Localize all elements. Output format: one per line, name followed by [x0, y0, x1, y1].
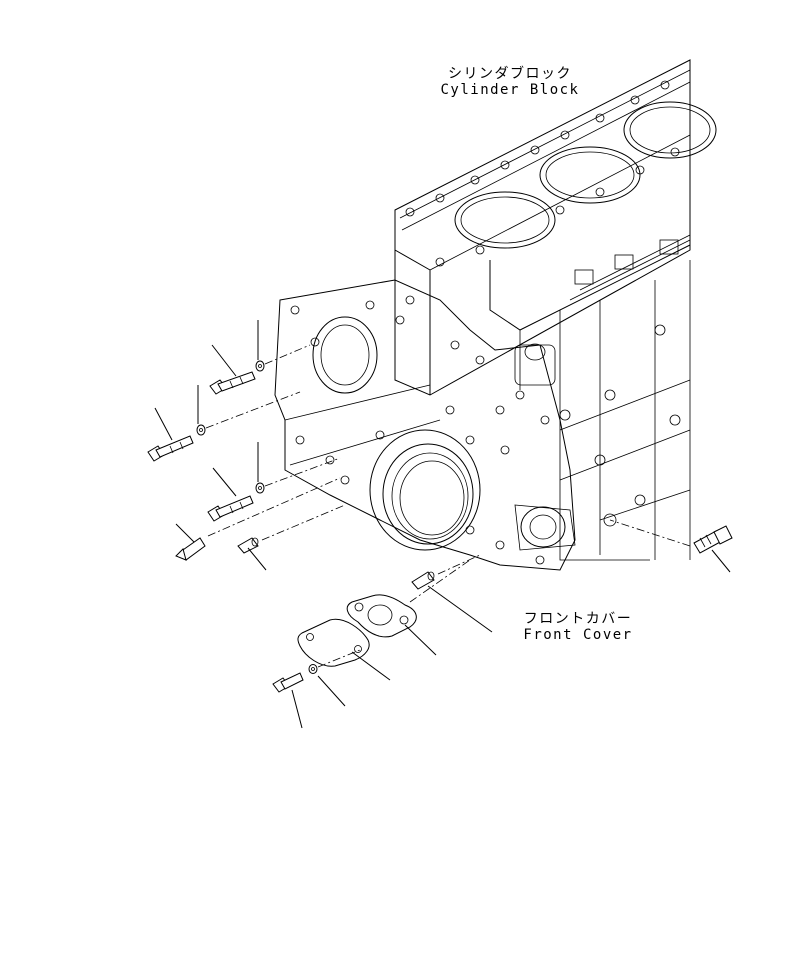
cylinder-bore	[623, 101, 717, 159]
plug-left	[237, 537, 259, 554]
bolt-middle	[147, 435, 194, 462]
bolt-lower	[207, 495, 254, 522]
cylinder-block-label-jp: シリンダブロック	[448, 66, 572, 82]
gasket	[346, 594, 417, 638]
cylinder-block-label: シリンダブロック Cylinder Block	[440, 66, 580, 98]
cover-plate	[297, 618, 370, 667]
front-cover	[274, 279, 576, 571]
washer-bottom	[308, 664, 318, 674]
bolt-bottom	[272, 672, 304, 693]
cylinder-block-label-en: Cylinder Block	[440, 82, 580, 98]
washer-lower	[255, 482, 265, 494]
front-cover-label-jp: フロントカバー	[523, 611, 633, 627]
cylinder-bore	[539, 146, 641, 204]
leader-lines	[154, 320, 731, 729]
assembly-centerlines	[205, 344, 691, 668]
cylinder-bore	[454, 191, 556, 249]
washer-middle	[196, 424, 206, 436]
bolt-upper	[209, 371, 256, 395]
plug-right	[411, 571, 435, 590]
cylinder-block	[394, 59, 717, 561]
front-cover-label: フロントカバー Front Cover	[522, 611, 634, 643]
washer-upper	[255, 360, 265, 372]
crank-seal-bore	[369, 429, 481, 551]
union-fitting	[693, 525, 733, 554]
front-cover-label-en: Front Cover	[523, 627, 633, 643]
dowel-pin	[175, 537, 206, 561]
